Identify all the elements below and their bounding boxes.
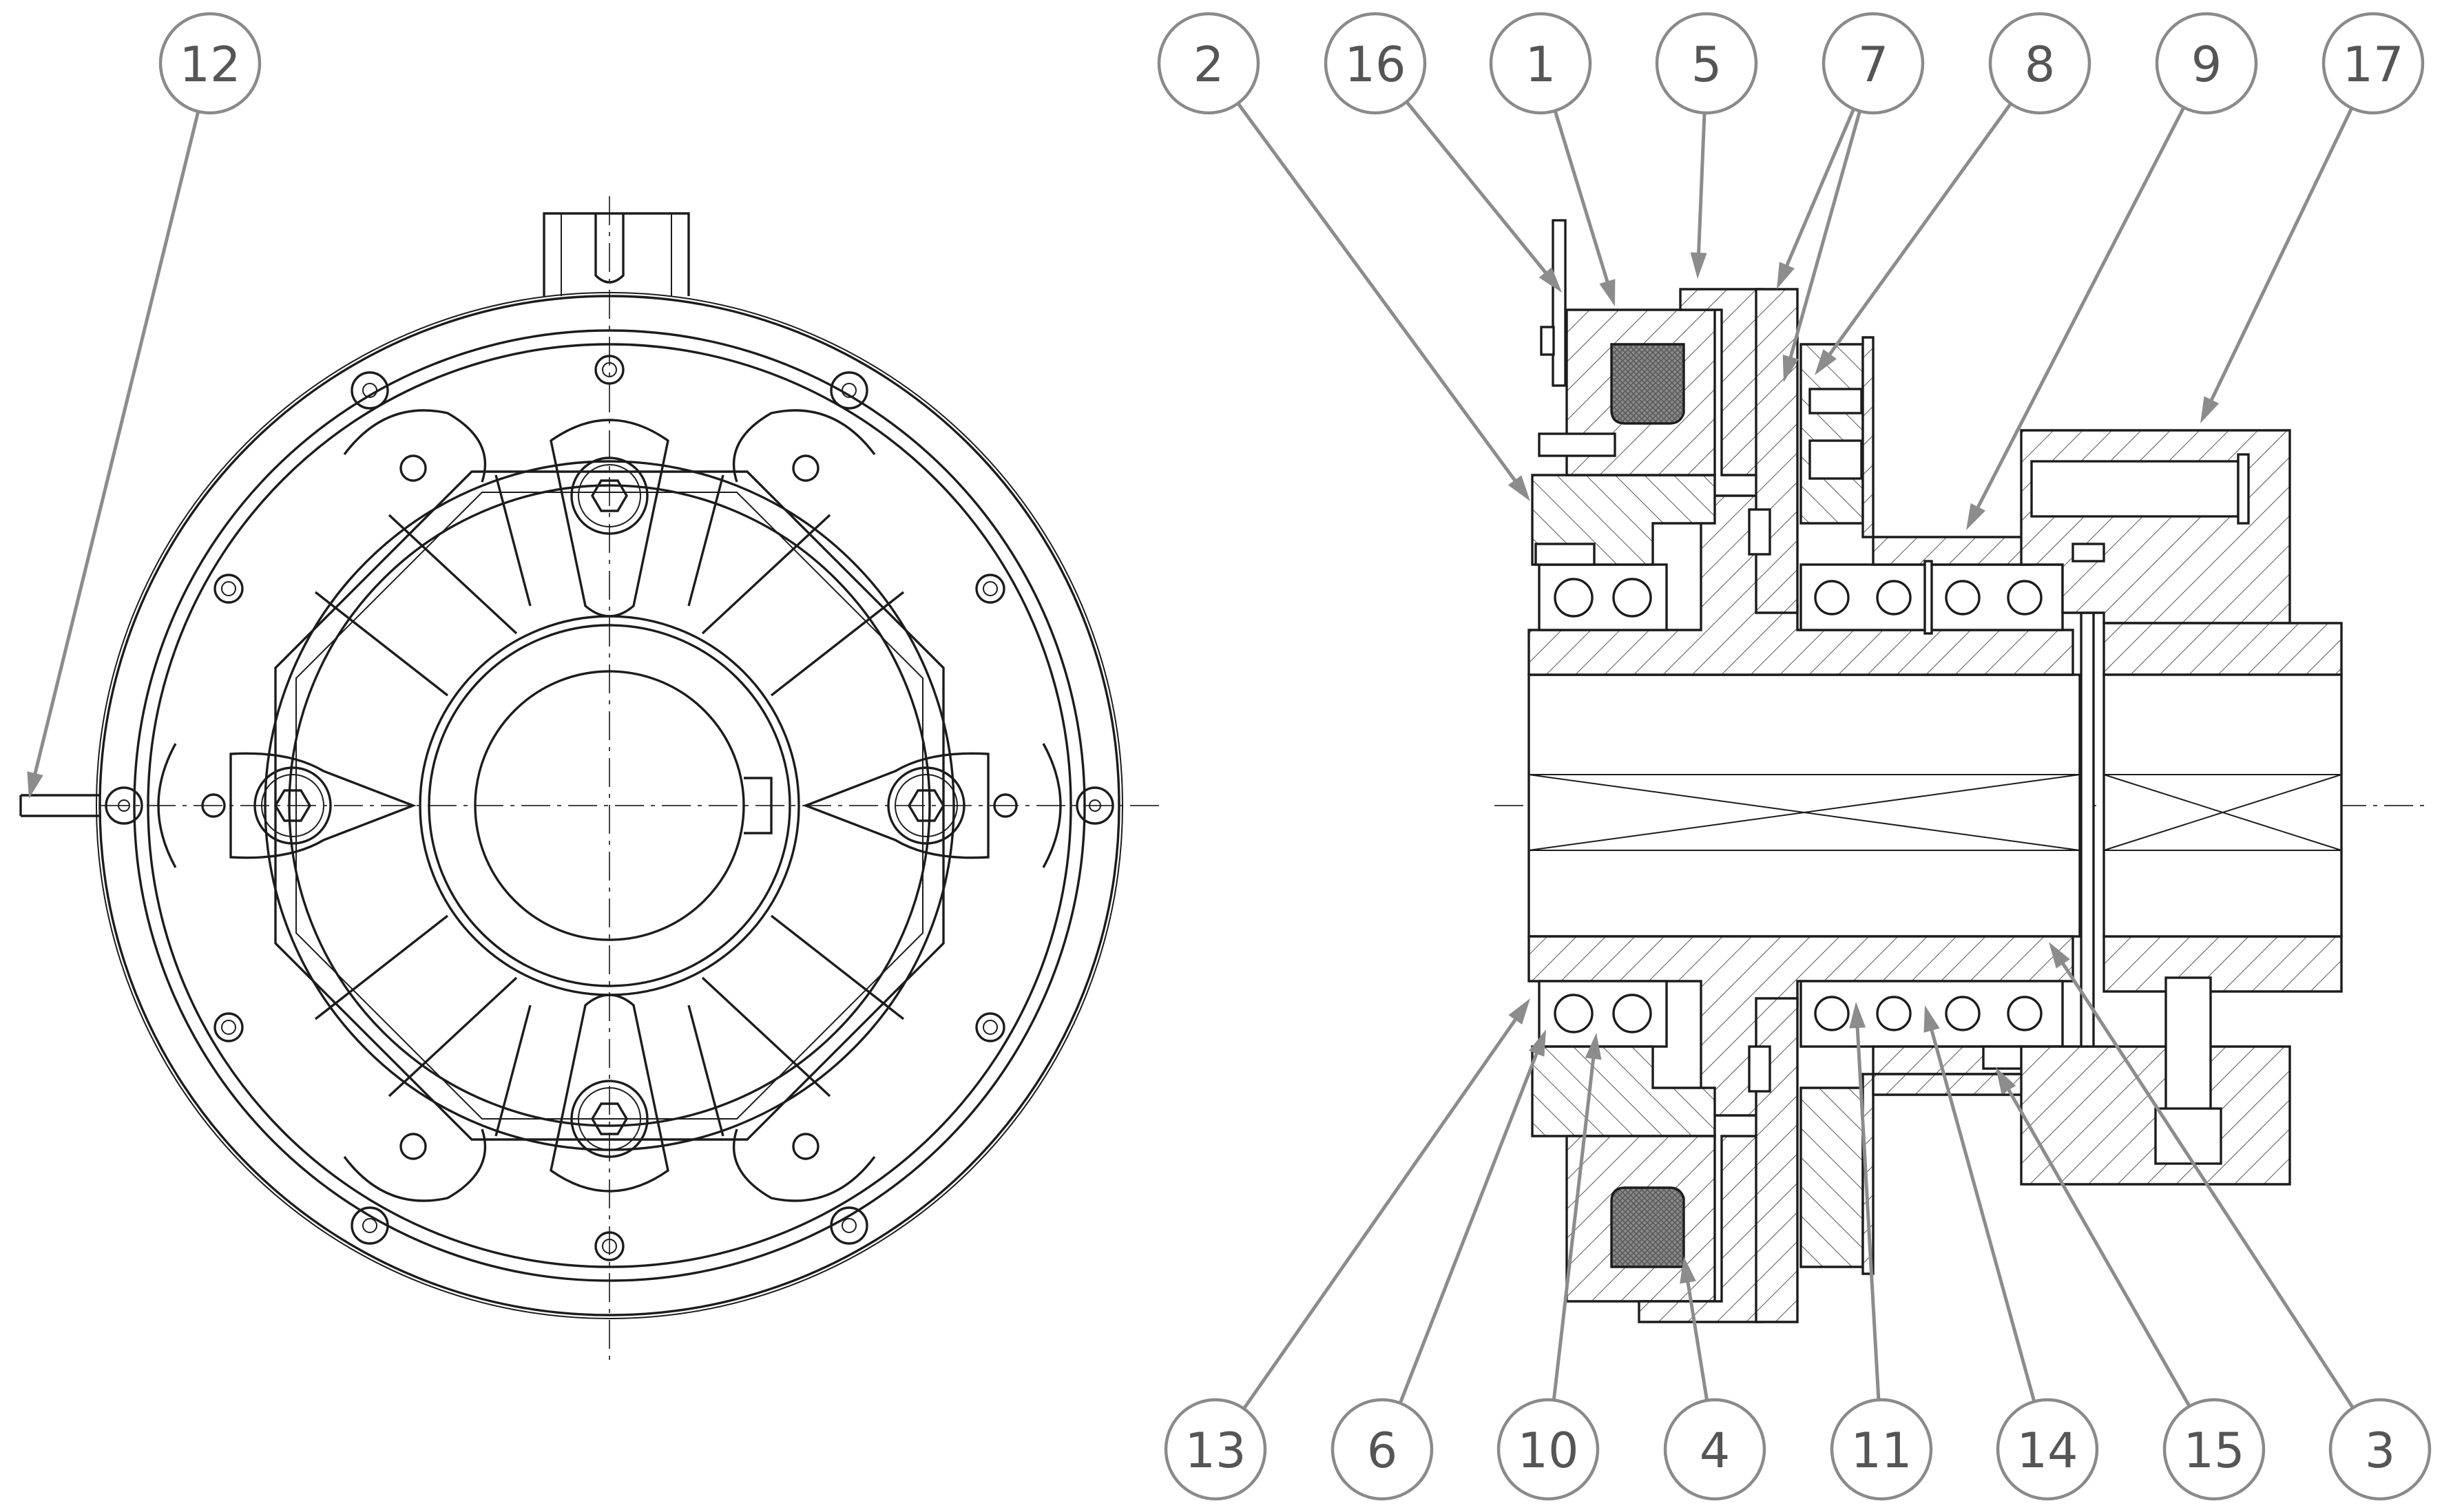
leader-arrow-7 [1782, 355, 1799, 382]
leader-17 [2204, 107, 2354, 412]
callout-balloon-3: 3 [2328, 1398, 2432, 1501]
front-view [19, 196, 1164, 1360]
leader-3 [2054, 952, 2355, 1409]
leader-arrow-16 [1538, 266, 1562, 293]
bearings-upper [1538, 563, 2064, 631]
callout-label: 3 [2365, 1422, 2396, 1479]
leader-arrow-3 [2049, 942, 2070, 969]
section-view [1494, 219, 2424, 1323]
callout-balloon-1: 1 [1489, 12, 1592, 115]
callout-label: 10 [1517, 1422, 1578, 1479]
leader-arrow-1 [1599, 279, 1616, 306]
callout-balloon-8: 8 [1988, 12, 2091, 115]
leader-15 [2001, 1078, 2191, 1407]
leader-lines [27, 101, 2355, 1410]
callout-label: 5 [1691, 36, 1722, 93]
leader-7 [1785, 110, 1861, 370]
leader-arrow-2 [1507, 475, 1530, 501]
leader-5 [1696, 112, 1707, 266]
callout-balloon-15: 15 [2162, 1398, 2266, 1501]
callout-label: 16 [1344, 36, 1406, 93]
callout-balloon-17: 17 [2321, 12, 2425, 115]
callout-balloon-2: 2 [1157, 12, 1260, 115]
leader-arrow-9 [1966, 503, 1986, 530]
bearings-lower [1538, 980, 2064, 1048]
outer-holes [105, 355, 1114, 1261]
leader-arrow-12 [27, 771, 43, 799]
callout-balloon-13: 13 [1164, 1398, 1267, 1501]
callout-label: 14 [2016, 1422, 2078, 1479]
leader-arrow-13 [1508, 998, 1530, 1025]
leader-2 [1236, 102, 1524, 492]
leader-13 [1242, 1008, 1524, 1410]
leader-8 [1821, 102, 2012, 366]
callout-label: 2 [1193, 36, 1224, 93]
leader-arrow-17 [2200, 396, 2220, 423]
leader-7 [1780, 108, 1856, 277]
lobes [157, 409, 1062, 1202]
callout-label: 11 [1850, 1422, 1912, 1479]
callout-balloon-6: 6 [1330, 1398, 1434, 1501]
callout-balloon-11: 11 [1830, 1398, 1933, 1501]
leader-arrow-6 [1529, 1029, 1546, 1057]
leader-16 [1405, 101, 1555, 284]
callout-balloon-5: 5 [1655, 12, 1758, 115]
callout-balloon-12: 12 [158, 12, 262, 115]
leader-9 [1970, 106, 2186, 519]
leader-arrow-10 [1585, 1033, 1602, 1060]
leader-12 [30, 111, 200, 786]
callout-label: 7 [1858, 36, 1889, 93]
callout-balloon-7: 7 [1822, 12, 1925, 115]
leader-1 [1553, 110, 1613, 294]
callout-label: 13 [1185, 1422, 1246, 1479]
callout-balloon-16: 16 [1324, 12, 1427, 115]
leader-4 [1684, 1270, 1709, 1401]
leader-arrow-4 [1680, 1257, 1696, 1284]
callout-label: 6 [1367, 1422, 1398, 1479]
screw-ears [229, 419, 990, 1193]
callout-label: 9 [2191, 36, 2222, 93]
leader-arrow-5 [1690, 252, 1707, 279]
callout-label: 1 [1525, 36, 1556, 93]
callout-label: 15 [2183, 1422, 2244, 1479]
leader-arrow-11 [1849, 1002, 1866, 1029]
callout-label: 17 [2342, 36, 2403, 93]
leader-arrow-15 [1996, 1067, 2016, 1094]
callout-balloon-4: 4 [1663, 1398, 1766, 1501]
leader-10 [1552, 1046, 1597, 1400]
callout-label: 12 [179, 36, 240, 93]
leader-arrow-7 [1777, 262, 1795, 289]
callout-label: 8 [2025, 36, 2056, 93]
leader-arrow-8 [1815, 349, 1837, 375]
leader-arrow-14 [1923, 1005, 1940, 1033]
leader-14 [1926, 1018, 2036, 1403]
callout-balloon-10: 10 [1496, 1398, 1600, 1501]
leader-6 [1398, 1041, 1543, 1404]
callout-label: 4 [1700, 1422, 1731, 1479]
spokes [314, 474, 905, 1137]
leader-11 [1855, 1015, 1881, 1400]
callout-balloon-14: 14 [1996, 1398, 2099, 1501]
callout-balloon-9: 9 [2155, 12, 2258, 115]
